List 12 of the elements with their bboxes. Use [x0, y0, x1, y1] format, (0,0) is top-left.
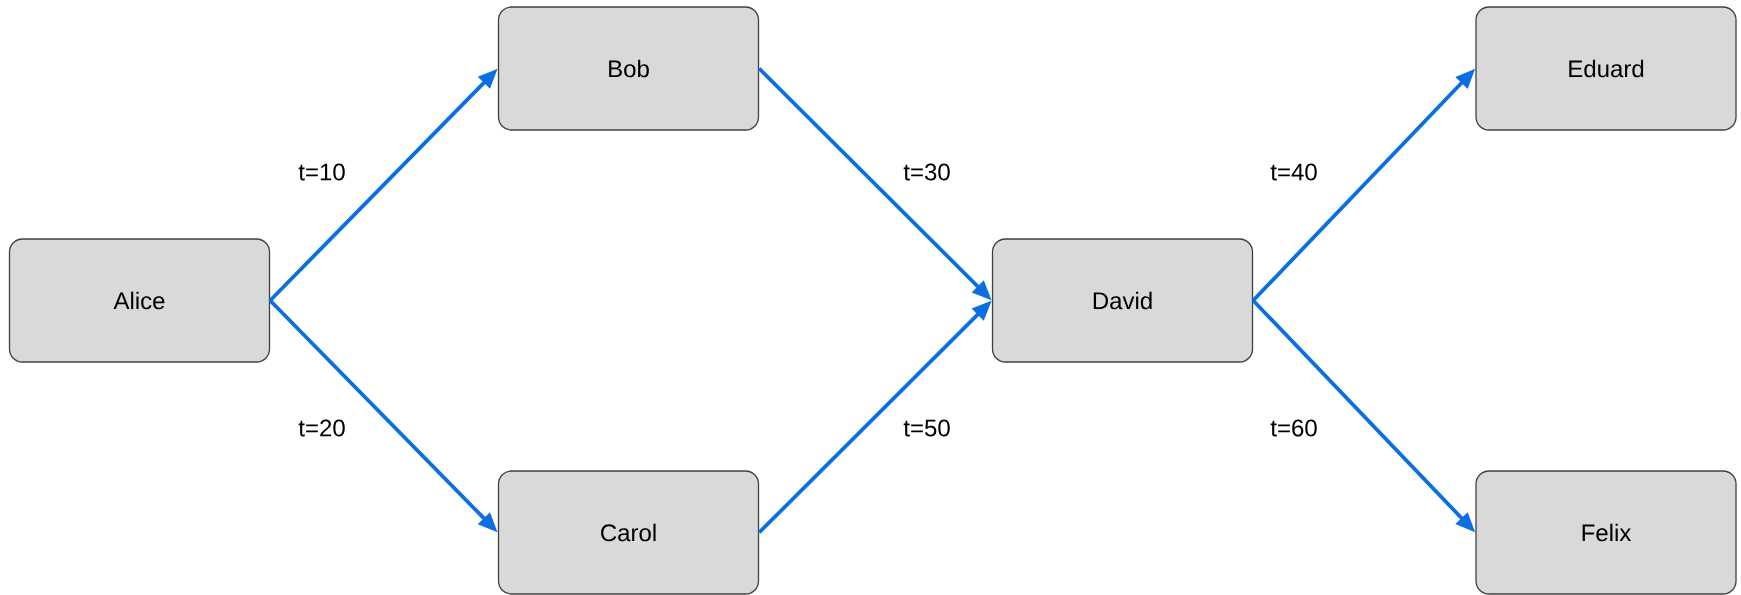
edge-label: t=40	[1268, 161, 1320, 183]
name-box: Eduard	[1475, 6, 1737, 131]
edge-label: t=30	[901, 161, 953, 183]
edge-label: t=50	[901, 417, 953, 439]
name-box: Felix	[1475, 470, 1737, 595]
edge-label: t=20	[296, 417, 348, 439]
name-box: Bob	[497, 6, 760, 131]
name-box: David	[991, 238, 1254, 363]
edge-label: t=10	[296, 161, 348, 183]
edge-label: t=60	[1268, 417, 1320, 439]
name-box: Alice	[8, 238, 271, 363]
name-box: Carol	[497, 470, 760, 595]
